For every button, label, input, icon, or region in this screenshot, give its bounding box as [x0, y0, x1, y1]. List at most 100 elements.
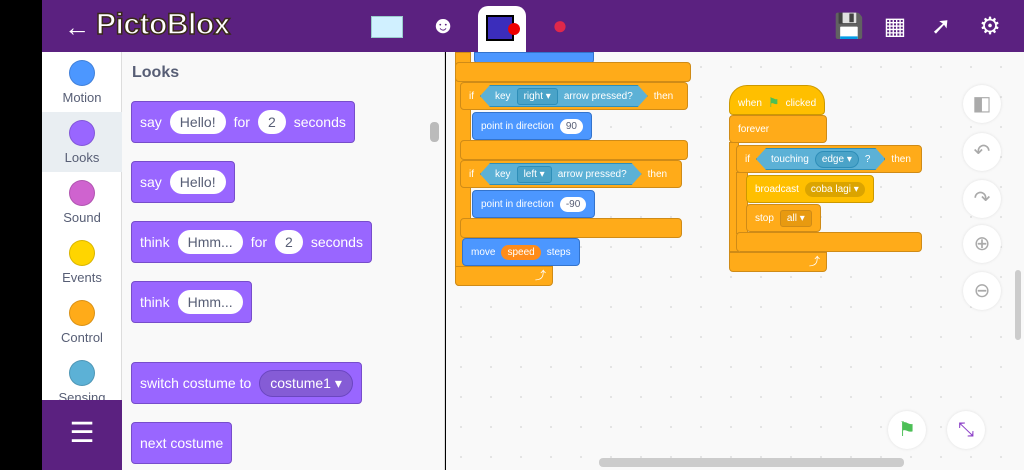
fullscreen-icon[interactable]: ⤡: [947, 411, 985, 449]
add-extension-button[interactable]: ☰: [42, 400, 122, 470]
block-text: say: [140, 114, 162, 130]
block-input[interactable]: 2: [257, 110, 286, 134]
block-text: then: [647, 168, 668, 180]
zoom-out-icon[interactable]: ⊖: [963, 272, 1001, 310]
top-bar: [42, 0, 1024, 52]
block-text: for: [250, 234, 268, 250]
category-label: Looks: [64, 150, 100, 165]
script-workspace[interactable]: if key right ▾ arrow pressed? then point in …: [446, 52, 1024, 470]
block-text: clicked: [785, 97, 817, 109]
settings-icon[interactable]: ⚙: [979, 13, 1001, 40]
forever-block[interactable]: forever: [729, 115, 827, 143]
zoom-in-icon[interactable]: ⊕: [963, 225, 1001, 263]
category-label: Events: [62, 270, 102, 285]
dashboard-icon[interactable]: ▦: [883, 13, 907, 40]
block-text: next costume: [140, 435, 224, 451]
palette-title: Looks: [132, 64, 180, 81]
strawberry-icon[interactable]: ●: [552, 10, 568, 40]
touching-block[interactable]: touching edge ▾?: [756, 148, 885, 170]
key-dropdown[interactable]: left ▾: [517, 166, 552, 183]
block-text: touching: [771, 153, 809, 165]
block-text: stop: [755, 212, 774, 224]
speed-variable[interactable]: speed: [501, 244, 541, 260]
block-text: key: [495, 168, 511, 180]
sprite-bear-icon[interactable]: ☻: [430, 12, 456, 39]
loop-arrow-icon: ⤴: [455, 266, 553, 286]
category-label: Sensing: [58, 390, 106, 400]
app-logo: PictoBlox: [95, 7, 231, 42]
block-input[interactable]: Hmm...: [177, 230, 243, 254]
redo-icon[interactable]: ↷: [963, 180, 1001, 218]
point-in-direction-block[interactable]: point in direction 90: [472, 112, 592, 140]
block-text: think: [140, 294, 170, 310]
touching-dropdown[interactable]: edge ▾: [815, 151, 859, 168]
green-flag-icon: ⚑: [767, 95, 780, 110]
category-sensing[interactable]: Sensing: [42, 352, 122, 400]
block-text: ?: [864, 153, 871, 165]
board-icon: [486, 15, 520, 41]
block-text: for: [233, 114, 250, 130]
block-text: when: [738, 97, 762, 109]
block-text: say: [140, 174, 162, 190]
block-text: arrow pressed?: [557, 168, 627, 180]
key-dropdown[interactable]: right ▾: [517, 88, 558, 105]
save-icon[interactable]: 💾: [834, 13, 864, 40]
category-list: Motion Looks Sound Events Control Sensin…: [42, 52, 122, 400]
back-arrow-icon[interactable]: ←: [64, 12, 90, 42]
message-dropdown[interactable]: coba lagi ▾: [804, 181, 865, 197]
connect-icon[interactable]: ➚: [930, 13, 952, 40]
switch-costume-block[interactable]: switch costume to costume1 ▾: [131, 362, 362, 404]
block-text: point in direction: [481, 198, 554, 210]
next-costume-block[interactable]: next costume: [131, 422, 233, 464]
block-text: move: [471, 246, 496, 258]
think-block[interactable]: think Hmm...: [131, 281, 252, 323]
block-text: if: [469, 90, 474, 102]
if-end: [460, 140, 688, 160]
block-input[interactable]: Hello!: [169, 110, 226, 134]
say-block[interactable]: say Hello!: [131, 161, 235, 203]
block-text: arrow pressed?: [563, 90, 633, 102]
block-text: point in direction: [481, 120, 554, 132]
palette-scrollbar[interactable]: [430, 122, 439, 142]
costume-dropdown[interactable]: costume1 ▾: [259, 369, 353, 397]
when-flag-clicked-block[interactable]: when ⚑ clicked: [729, 85, 826, 115]
block-text: seconds: [293, 114, 346, 130]
if-key-right-block[interactable]: if key right ▾ arrow pressed? then: [460, 82, 688, 110]
category-events[interactable]: Events: [42, 232, 122, 292]
category-label: Sound: [63, 210, 101, 225]
direction-input[interactable]: 90: [559, 118, 583, 134]
key-pressed-block[interactable]: key left ▾ arrow pressed?: [480, 163, 642, 185]
category-sound[interactable]: Sound: [42, 172, 122, 232]
block-input[interactable]: Hmm...: [177, 290, 243, 314]
category-motion[interactable]: Motion: [42, 52, 122, 112]
block-text: switch costume to: [140, 375, 252, 391]
block-input[interactable]: 2: [275, 230, 303, 254]
block-input[interactable]: Hello!: [169, 170, 226, 194]
key-pressed-block[interactable]: key right ▾ arrow pressed?: [480, 85, 648, 107]
block-text: think: [140, 234, 170, 250]
direction-input[interactable]: -90: [559, 196, 587, 212]
board-tab[interactable]: [478, 6, 526, 54]
block-text: then: [653, 90, 674, 102]
green-flag-button[interactable]: ⚑: [888, 411, 926, 449]
small-stage-icon[interactable]: ◧: [963, 85, 1001, 123]
vertical-scrollbar[interactable]: [1015, 270, 1021, 340]
point-in-direction-block[interactable]: point in direction -90: [472, 190, 596, 218]
block-text: key: [495, 90, 511, 102]
workspace-scrollbar[interactable]: [599, 458, 904, 467]
stop-dropdown[interactable]: all ▾: [779, 209, 812, 227]
block-text: if: [745, 153, 750, 165]
if-end: [460, 218, 682, 238]
stop-block[interactable]: stop all ▾: [746, 204, 821, 232]
category-control[interactable]: Control: [42, 292, 122, 352]
loop-arrow-icon: ⤴: [729, 252, 827, 272]
category-looks[interactable]: Looks: [42, 112, 122, 172]
stage-icon[interactable]: [371, 16, 403, 38]
undo-icon[interactable]: ↶: [963, 133, 1001, 171]
say-for-seconds-block[interactable]: say Hello! for 2 seconds: [131, 101, 355, 143]
